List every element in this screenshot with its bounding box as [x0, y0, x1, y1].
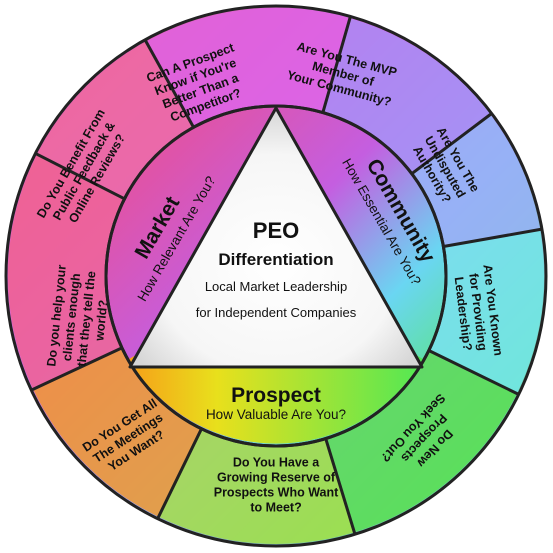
segment-divider: [410, 112, 493, 175]
segment-divider: [30, 346, 123, 392]
segment-undisputed-authority: [411, 114, 540, 247]
question-line: Do You Have a: [233, 456, 320, 470]
segment-divider: [324, 438, 357, 535]
segment-divider: [443, 227, 543, 248]
segment-dividers: [30, 16, 543, 535]
question-line: to Meet?: [250, 501, 301, 515]
question-line: Growing Reserve of: [217, 471, 336, 485]
segment-providing-leadership: [428, 229, 544, 394]
segment-prospects-seek: [325, 350, 517, 533]
center-line-2: for Independent Companies: [196, 305, 357, 320]
segment-divider: [321, 16, 352, 113]
center-title: PEO: [253, 218, 299, 243]
prospect-subtitle: How Valuable Are You?: [206, 407, 346, 422]
segment-divider: [156, 428, 203, 520]
question-line: world?: [92, 299, 110, 342]
segment-meetings-you-want: [33, 347, 202, 517]
segment-divider: [428, 349, 520, 396]
segment-divider: [143, 39, 195, 129]
inner-ring-border: [104, 104, 448, 448]
center-subtitle: Differentiation: [218, 250, 333, 269]
question-line: Prospects Who Want: [214, 486, 339, 500]
center-triangle: [128, 106, 424, 369]
segment-public-feedback: [37, 41, 194, 199]
segment-mvp-member: [322, 18, 491, 174]
prospect-title: Prospect: [231, 384, 321, 407]
segment-divider: [34, 152, 126, 201]
center-line-1: Local Market Leadership: [205, 279, 347, 294]
segment-better-than-competitor: [146, 7, 350, 128]
outer-segments: [7, 7, 544, 544]
segment-clients-tell-world: [7, 154, 125, 390]
segment-growing-reserve: [158, 428, 355, 544]
